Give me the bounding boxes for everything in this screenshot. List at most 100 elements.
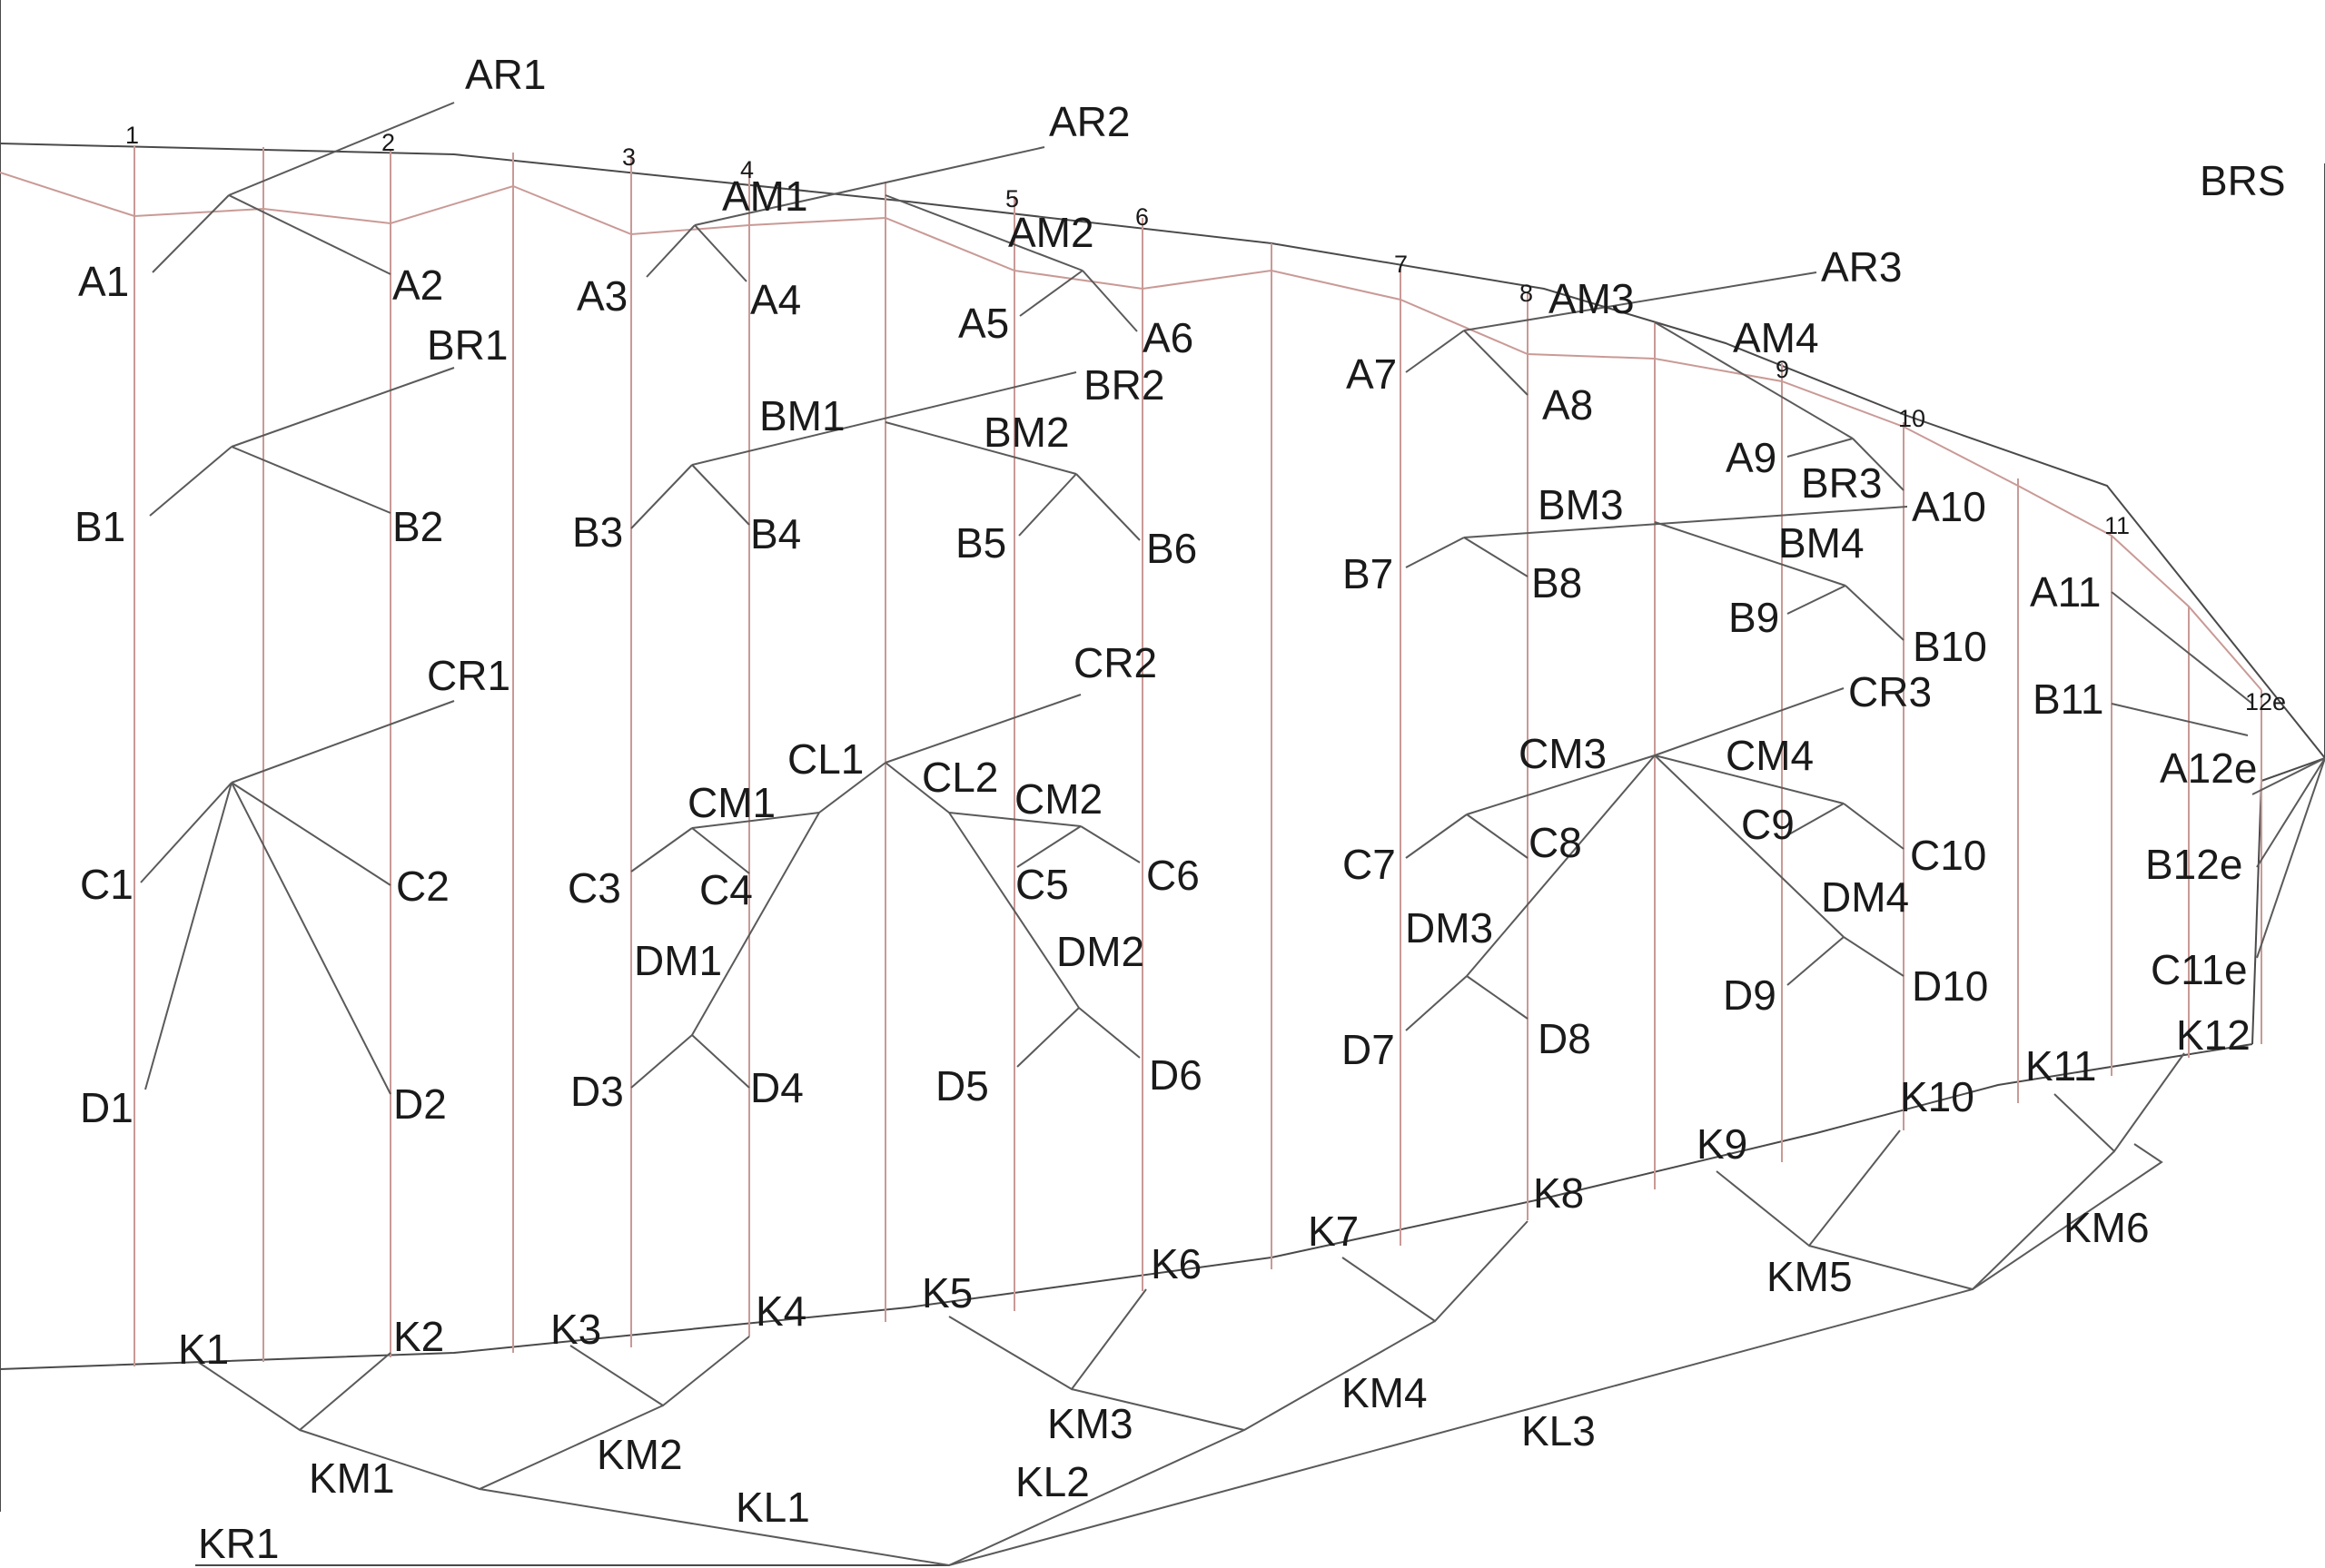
node-label-d3: D3 — [570, 1068, 624, 1115]
node-label-bm3: BM3 — [1538, 481, 1624, 528]
station-label-9: 9 — [1776, 356, 1789, 383]
edge-c1 — [140, 782, 232, 883]
edge-am1-a3 — [646, 224, 696, 278]
node-label-km3: KM3 — [1047, 1400, 1133, 1447]
edge-cm2 — [948, 812, 1082, 827]
sheer-contour — [0, 172, 2262, 691]
edge-d8 — [1466, 975, 1529, 1020]
edge-ar1 — [228, 102, 455, 196]
node-label-a12e: A12e — [2160, 745, 2257, 792]
node-label-a1: A1 — [78, 258, 129, 305]
edge-c8 — [1466, 814, 1529, 859]
edge-a5 — [1019, 270, 1083, 317]
node-label-cl1: CL1 — [787, 735, 864, 783]
node-label-km5: KM5 — [1766, 1253, 1853, 1300]
node-label-b5: B5 — [955, 519, 1006, 567]
node-label-b7: B7 — [1342, 550, 1393, 597]
edge-d7 — [1405, 975, 1468, 1031]
node-label-a8: A8 — [1542, 381, 1593, 429]
node-label-k9: K9 — [1697, 1120, 1747, 1168]
node-label-a2: A2 — [392, 261, 443, 309]
edge-a12e — [2251, 757, 2325, 795]
edge-d5 — [1016, 1007, 1080, 1068]
node-label-k4: K4 — [756, 1287, 806, 1335]
node-label-c3: C3 — [568, 864, 621, 912]
edge-c7 — [1405, 814, 1468, 859]
node-label-cr2: CR2 — [1073, 639, 1157, 686]
node-label-c1: C1 — [80, 861, 134, 908]
station-label-7: 7 — [1394, 251, 1408, 278]
edge-dm1 — [691, 812, 820, 1036]
node-label-km4: KM4 — [1341, 1369, 1428, 1416]
station-label-5: 5 — [1005, 185, 1019, 212]
edge-a9 — [1786, 438, 1854, 458]
node-label-d5: D5 — [935, 1062, 989, 1109]
node-label-d8: D8 — [1538, 1015, 1591, 1062]
edge-c2 — [231, 782, 391, 886]
edge-a7 — [1405, 330, 1465, 373]
node-label-c5: C5 — [1015, 861, 1069, 908]
edge-am3 — [1463, 271, 1817, 331]
node-label-k8: K8 — [1533, 1169, 1584, 1217]
node-label-cr3: CR3 — [1848, 668, 1932, 715]
edge-b7 — [1405, 537, 1465, 568]
edge-b3 — [630, 464, 693, 529]
node-label-ar1: AR1 — [465, 51, 546, 98]
station-label-2: 2 — [381, 129, 395, 156]
station-label-6: 6 — [1135, 203, 1149, 231]
station-grid — [134, 145, 2262, 1366]
node-label-b11: B11 — [2033, 676, 2103, 723]
node-label-dm2: DM2 — [1056, 928, 1144, 975]
edge-b10 — [1845, 585, 1905, 641]
node-label-d4: D4 — [750, 1064, 804, 1111]
node-label-ar2: AR2 — [1049, 98, 1130, 145]
edge-c4 — [691, 827, 750, 874]
node-label-b1: B1 — [74, 503, 125, 550]
node-label-bm4: BM4 — [1778, 519, 1865, 567]
node-label-kr1: KR1 — [198, 1520, 279, 1567]
node-label-b8: B8 — [1531, 559, 1582, 606]
station-label-8: 8 — [1519, 280, 1533, 307]
edge-cl2 — [885, 762, 950, 814]
node-label-k5: K5 — [922, 1269, 973, 1317]
node-label-br2: BR2 — [1083, 361, 1164, 409]
deck-line — [0, 143, 2325, 759]
edge-dm3 — [1466, 754, 1656, 977]
station-label-1: 1 — [125, 122, 139, 149]
node-label-am4: AM4 — [1733, 314, 1819, 361]
node-label-ar3: AR3 — [1821, 243, 1902, 291]
node-label-cm4: CM4 — [1726, 732, 1814, 779]
node-label-a5: A5 — [958, 300, 1009, 347]
edge-br1 — [231, 367, 455, 448]
edge-b9 — [1786, 585, 1846, 615]
edge-a2 — [228, 194, 391, 275]
edge-bm3 — [1463, 506, 1908, 538]
node-label-k12: K12 — [2176, 1011, 2251, 1059]
edge-cr1 — [231, 700, 455, 784]
edge-b1 — [149, 446, 232, 517]
edge-c10 — [1843, 803, 1905, 850]
edge-cm4 — [1654, 754, 1845, 804]
station-label-4: 4 — [740, 156, 754, 183]
node-label-cl2: CL2 — [922, 754, 998, 801]
node-label-d1: D1 — [80, 1084, 134, 1131]
node-label-d10: D10 — [1912, 962, 1988, 1010]
node-label-c10: C10 — [1910, 832, 1986, 879]
stern-edge-line — [2251, 757, 2325, 1045]
edge-kl2-kr1 — [948, 1429, 1245, 1566]
edge-d9 — [1786, 936, 1845, 986]
node-label-br3: BR3 — [1801, 459, 1882, 507]
node-label-am2: AM2 — [1008, 209, 1094, 256]
node-label-cr1: CR1 — [427, 652, 510, 699]
edge-d2 — [231, 782, 391, 1095]
node-label-c2: C2 — [396, 863, 450, 910]
node-label-a10: A10 — [1912, 483, 1986, 530]
station-label-10: 10 — [1898, 405, 1925, 432]
node-label-d2: D2 — [393, 1080, 447, 1128]
node-label-k7: K7 — [1308, 1208, 1359, 1255]
edge-c6 — [1080, 825, 1141, 863]
edge-b6 — [1075, 473, 1141, 541]
edge-b8 — [1463, 537, 1529, 577]
node-label-d6: D6 — [1149, 1051, 1202, 1099]
